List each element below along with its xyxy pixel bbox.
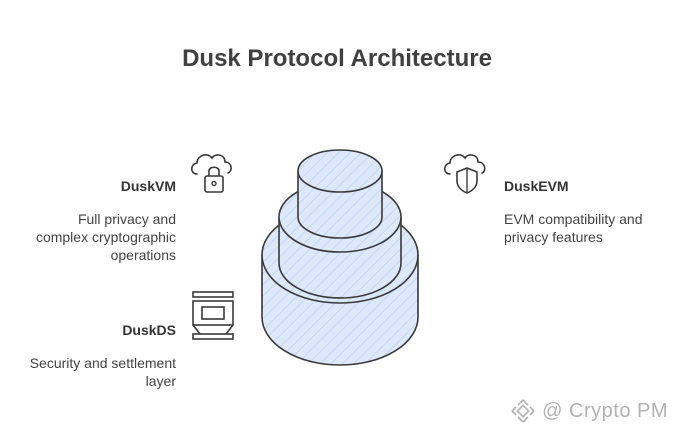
watermark: @ Crypto PM <box>510 398 668 424</box>
duskds-description-line: Security and settlement <box>29 355 176 371</box>
duskevm-description-line: privacy features <box>504 229 603 245</box>
binance-logo-icon <box>511 399 535 423</box>
layer-stack-diagram <box>261 149 419 366</box>
duskds-block: DuskDS Security and settlement layer <box>10 322 176 390</box>
duskvm-description-line: operations <box>110 247 176 263</box>
duskevm-description-line: EVM compatibility and <box>504 211 643 227</box>
tier-duskvm <box>297 149 383 239</box>
duskvm-block: DuskVM Full privacy and complex cryptogr… <box>10 178 176 264</box>
duskvm-title: DuskVM <box>120 178 176 194</box>
watermark-text: @ Crypto PM <box>542 399 668 422</box>
duskvm-description: Full privacy and complex cryptographic o… <box>10 210 176 264</box>
duskevm-block: DuskEVM EVM compatibility and privacy fe… <box>504 178 669 246</box>
duskds-title: DuskDS <box>122 322 176 338</box>
duskds-description: Security and settlement layer <box>10 354 176 390</box>
page-title: Dusk Protocol Architecture <box>182 45 492 72</box>
server-stand-icon <box>192 291 234 340</box>
duskds-description-line: layer <box>145 373 176 389</box>
duskevm-title: DuskEVM <box>504 178 569 194</box>
duskevm-description: EVM compatibility and privacy features <box>504 210 669 246</box>
cloud-shield-icon <box>443 154 486 194</box>
cloud-lock-icon <box>190 154 232 193</box>
duskvm-description-line: complex cryptographic <box>35 229 176 245</box>
duskvm-description-line: Full privacy and <box>77 211 176 227</box>
